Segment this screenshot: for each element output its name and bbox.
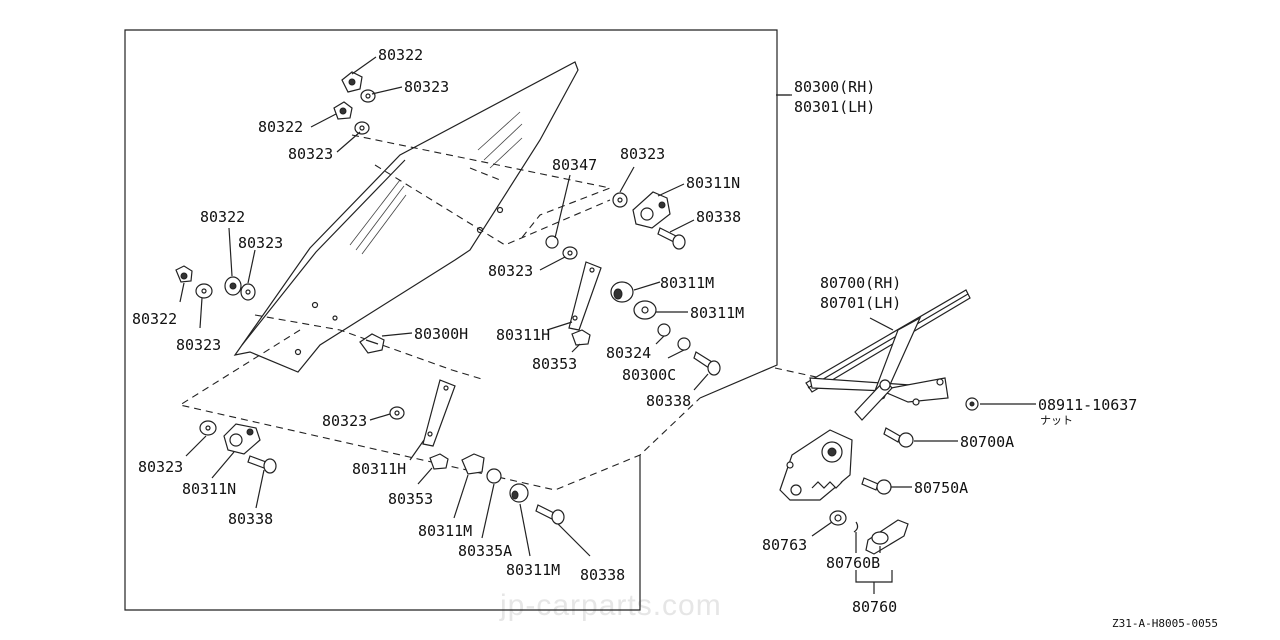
washer-80323-bl: [199, 420, 217, 436]
bolt-80338-mid: [693, 351, 721, 376]
label-80301lh: 80301(LH): [794, 98, 875, 116]
regulator-arm-80311h-top: [568, 261, 602, 331]
part-labels: 80322 80323 80322 80323 80300(RH) 80301(…: [132, 46, 1137, 616]
assembly-frame: [124, 29, 778, 611]
label-80760b: 80760B: [826, 554, 880, 572]
label-nut: ナット: [1040, 414, 1073, 427]
washer-80323-top: [360, 89, 376, 103]
label-80763: 80763: [762, 536, 807, 554]
handle-80760b: [865, 519, 909, 555]
label-80322-a: 80322: [378, 46, 423, 64]
roller-80311n-bottom: [223, 423, 261, 455]
label-80338-c: 80338: [228, 510, 273, 528]
label-80300c: 80300C: [622, 366, 676, 384]
label-80311m-a: 80311M: [660, 274, 714, 292]
clip-80322-mid: [333, 101, 353, 120]
door-glass: [233, 61, 579, 373]
bushing-80300c: [677, 337, 691, 351]
label-80323-c: 80323: [620, 145, 665, 163]
clip-80322-left: [175, 265, 193, 283]
label-80338-b: 80338: [646, 392, 691, 410]
label-80338-d: 80338: [580, 566, 625, 584]
label-80322-b: 80322: [258, 118, 303, 136]
leader-lines: [179, 56, 1036, 594]
label-80323-d: 80323: [238, 234, 283, 252]
label-80700a: 80700A: [960, 433, 1014, 451]
washer-80324: [657, 323, 671, 337]
washer-80763: [829, 510, 847, 526]
bolt-80338-top: [657, 227, 686, 250]
stopper-80353-bottom: [429, 453, 449, 470]
assembly-dash-lines: [178, 134, 831, 491]
clip-80322-glass: [224, 276, 242, 296]
label-80324: 80324: [606, 344, 651, 362]
spacer-80335a: [486, 468, 502, 484]
holder-80300h: [359, 333, 385, 354]
guide-80311m-d: [509, 483, 529, 503]
nut-08911-10637: [965, 397, 979, 411]
clip-80322-top: [341, 71, 363, 93]
label-80323-h: 80323: [138, 458, 183, 476]
label-80338-a: 80338: [696, 208, 741, 226]
label-08911-10637: 08911-10637: [1038, 396, 1137, 414]
label-80335a: 80335A: [458, 542, 512, 560]
washer-80323-mid: [354, 121, 370, 135]
guide-80311m-a: [610, 281, 634, 303]
guide-80311m-b: [633, 300, 657, 320]
bolt-80700a: [883, 427, 914, 448]
label-80300rh: 80300(RH): [794, 78, 875, 96]
label-80322-c: 80322: [200, 208, 245, 226]
label-80750a: 80750A: [914, 479, 968, 497]
pin-80760: [853, 521, 859, 533]
label-80311m-b: 80311M: [690, 304, 744, 322]
regulator-arm-80311h-bottom: [422, 379, 456, 447]
label-80311h-b: 80311H: [352, 460, 406, 478]
washer-80323-r2: [545, 235, 578, 260]
label-80700rh: 80700(RH): [820, 274, 901, 292]
label-80322-d: 80322: [132, 310, 177, 328]
washer-80323-left: [195, 283, 213, 299]
watermark: jp-carparts.com: [499, 589, 722, 622]
label-80353-a: 80353: [532, 355, 577, 373]
label-80300h: 80300H: [414, 325, 468, 343]
washer-80323-bm: [389, 406, 405, 420]
bolt-80338-bottom: [535, 504, 565, 525]
washer-80323-glass: [240, 283, 256, 301]
stopper-80353-top: [571, 329, 591, 346]
label-80311m-c: 80311M: [418, 522, 472, 540]
label-80701lh: 80701(LH): [820, 294, 901, 312]
label-80311n-a: 80311N: [686, 174, 740, 192]
roller-80311n-top: [632, 191, 671, 229]
label-80323-f: 80323: [176, 336, 221, 354]
label-80323-a: 80323: [404, 78, 449, 96]
label-80760: 80760: [852, 598, 897, 616]
label-80311n-b: 80311N: [182, 480, 236, 498]
bolt-80750a: [861, 477, 892, 495]
label-80353-b: 80353: [388, 490, 433, 508]
label-80347: 80347: [552, 156, 597, 174]
guide-80311m-c: [461, 453, 485, 475]
label-80323-b: 80323: [288, 145, 333, 163]
diagram-code: Z31-A-H8005-0055: [1112, 617, 1218, 630]
window-regulator: [779, 289, 971, 501]
label-80311h-a: 80311H: [496, 326, 550, 344]
bolt-80338-bl: [247, 455, 277, 474]
label-80323-g: 80323: [322, 412, 367, 430]
washer-80323-r1: [612, 192, 628, 208]
label-80311m-d: 80311M: [506, 561, 560, 579]
label-80323-e: 80323: [488, 262, 533, 280]
